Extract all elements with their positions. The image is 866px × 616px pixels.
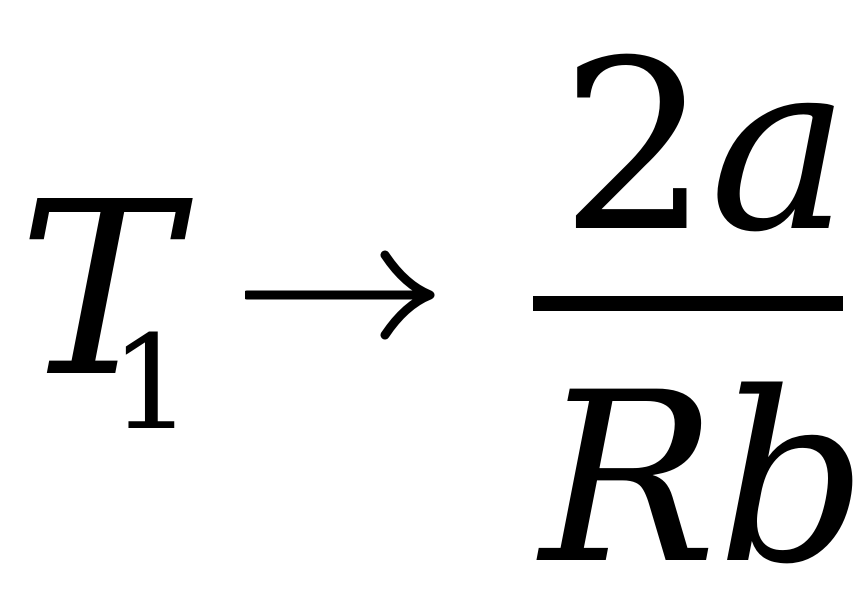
right-arrow-icon xyxy=(245,250,435,340)
numerator-variable: a xyxy=(709,11,850,284)
variable-T: T xyxy=(18,150,179,430)
fraction-bar xyxy=(533,296,843,311)
numerator-coefficient: 2 xyxy=(560,11,710,284)
fraction-denominator: Rb xyxy=(540,343,866,616)
math-formula: T 1 2a Rb xyxy=(18,30,866,597)
numerator-text: 2a xyxy=(560,11,850,284)
fraction-numerator: 2a xyxy=(560,30,850,265)
subscript-index: 1 xyxy=(110,307,193,459)
